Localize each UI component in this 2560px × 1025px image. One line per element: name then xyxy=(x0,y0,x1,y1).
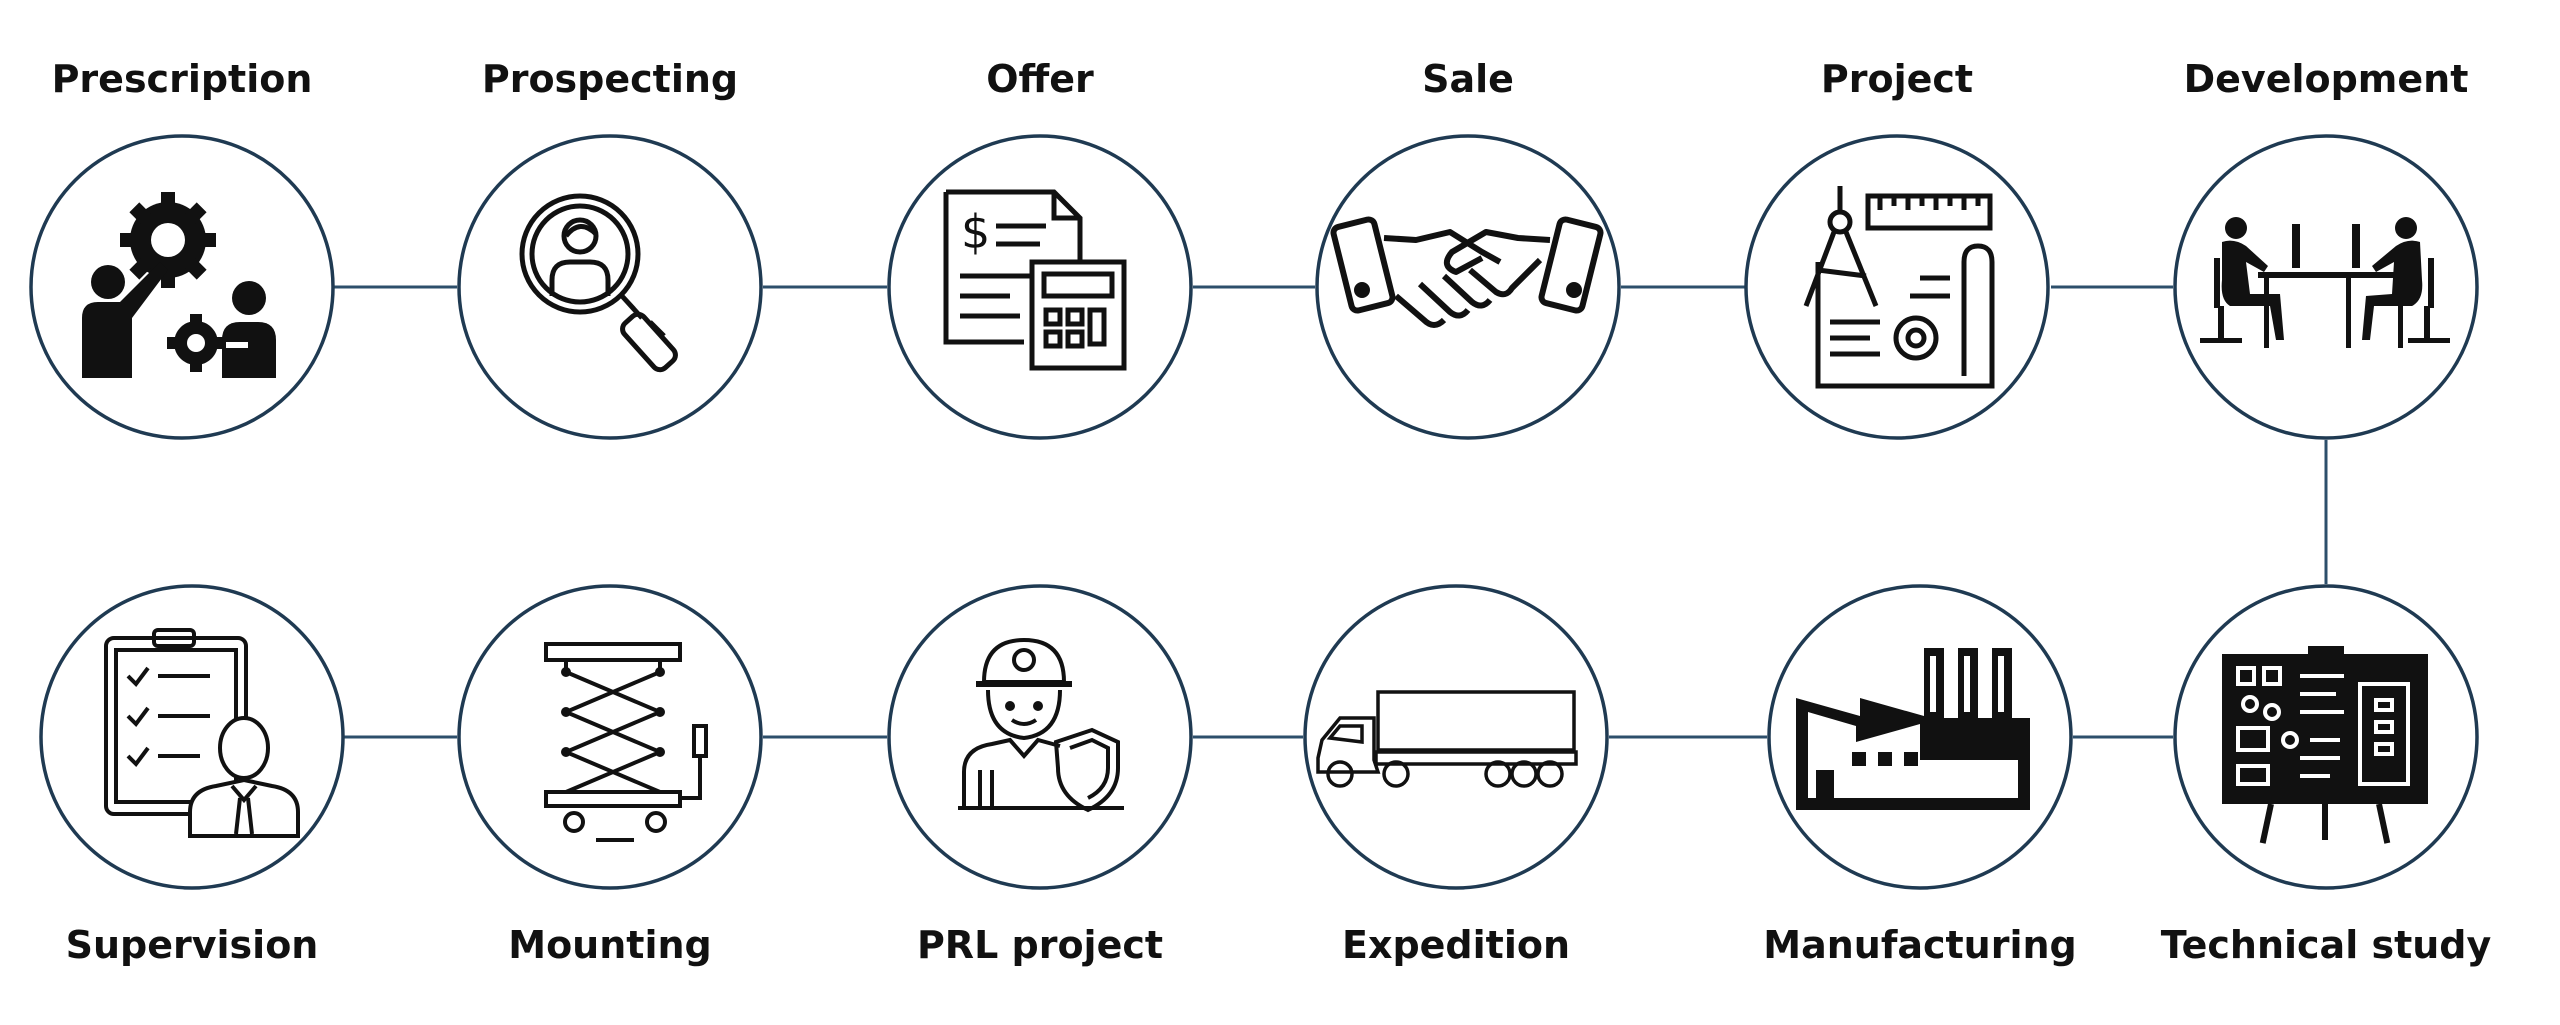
stage-label-prescription: Prescription xyxy=(52,57,313,101)
stage-mounting: Mounting xyxy=(457,584,763,967)
stage-label-project: Project xyxy=(1821,57,1973,101)
people-at-desks-icon xyxy=(2200,217,2450,348)
presentation-board-icon xyxy=(2222,646,2428,844)
stage-circle-prl-project xyxy=(887,584,1193,890)
stage-project: Project xyxy=(1744,57,2050,440)
magnifier-person-icon xyxy=(519,193,678,373)
stage-expedition: Expedition xyxy=(1303,584,1609,967)
stage-prl-project: PRL project xyxy=(887,584,1193,967)
stage-label-manufacturing: Manufacturing xyxy=(1763,923,2077,967)
stage-offer: Offer $ xyxy=(887,57,1193,440)
stage-prospecting: Prospecting xyxy=(457,57,763,440)
factory-icon xyxy=(1796,648,2030,810)
stage-label-supervision: Supervision xyxy=(66,923,319,967)
stage-circle-prescription xyxy=(29,134,335,440)
stage-label-prospecting: Prospecting xyxy=(482,57,738,101)
stage-label-offer: Offer xyxy=(986,57,1094,101)
stage-label-sale: Sale xyxy=(1422,57,1514,101)
stage-technical-study: Technical study xyxy=(2161,584,2492,967)
stage-sale: Sale xyxy=(1315,57,1621,440)
truck-icon xyxy=(1316,690,1578,788)
worker-shield-icon xyxy=(958,637,1124,813)
svg-text:$: $ xyxy=(961,205,990,259)
stage-circle-development xyxy=(2173,134,2479,440)
invoice-calculator-icon: $ xyxy=(943,189,1127,371)
stage-prescription: Prescription xyxy=(29,57,335,440)
stage-manufacturing: Manufacturing xyxy=(1763,584,2077,967)
gears-people-icon xyxy=(82,192,276,378)
stage-circle-sale xyxy=(1315,134,1621,440)
connectors xyxy=(333,285,2328,739)
stage-label-expedition: Expedition xyxy=(1342,923,1570,967)
stage-label-technical-study: Technical study xyxy=(2161,923,2492,967)
blueprint-compass-icon xyxy=(1803,186,1995,389)
stage-circle-project xyxy=(1744,134,2050,440)
stage-circle-mounting xyxy=(457,584,763,890)
checklist-supervisor-icon xyxy=(104,628,300,838)
stage-label-prl-project: PRL project xyxy=(917,923,1163,967)
scissor-lift-icon xyxy=(544,642,708,842)
stage-circle-expedition xyxy=(1303,584,1609,890)
stage-label-mounting: Mounting xyxy=(508,923,711,967)
stage-supervision: Supervision xyxy=(39,584,345,967)
handshake-icon xyxy=(1330,216,1604,328)
stage-circle-offer xyxy=(887,134,1193,440)
stage-development: Development xyxy=(2173,57,2479,440)
stage-label-development: Development xyxy=(2184,57,2469,101)
